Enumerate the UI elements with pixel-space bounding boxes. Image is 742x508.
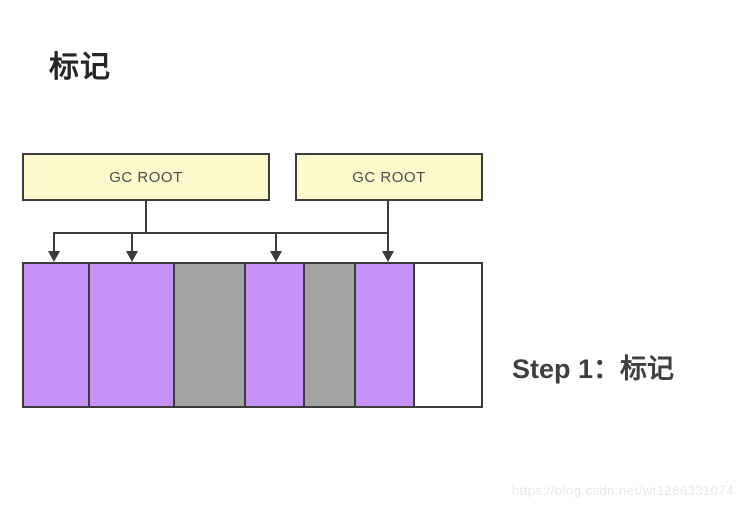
- connector-stem-root2: [387, 200, 389, 253]
- gc-root-box-2: GC ROOT: [295, 153, 483, 201]
- arrow-down-icon: [270, 251, 282, 262]
- connector-bus-line: [53, 232, 389, 234]
- step-label: Step 1：标记: [512, 354, 675, 384]
- connector-drop-3: [275, 232, 277, 253]
- arrow-down-icon: [48, 251, 60, 262]
- arrow-down-icon: [126, 251, 138, 262]
- gc-root-box-1: GC ROOT: [22, 153, 270, 201]
- heap-block-marked: [24, 264, 90, 406]
- connector-stem-root1: [145, 200, 147, 234]
- connector-drop-1: [53, 232, 55, 253]
- gc-root-2-label: GC ROOT: [352, 168, 426, 186]
- watermark: https://blog.csdn.net/wt1286331074: [511, 483, 734, 498]
- heap-memory-row: [22, 262, 483, 408]
- heap-block-marked: [246, 264, 306, 406]
- heap-block-unmarked: [174, 264, 247, 406]
- heap-block-marked: [89, 264, 175, 406]
- heap-block-free: [415, 264, 481, 406]
- heap-block-unmarked: [305, 264, 357, 406]
- page-title: 标记: [49, 51, 111, 84]
- connector-drop-2: [131, 232, 133, 253]
- heap-block-marked: [356, 264, 416, 406]
- gc-root-1-label: GC ROOT: [109, 168, 183, 186]
- arrow-down-icon: [382, 251, 394, 262]
